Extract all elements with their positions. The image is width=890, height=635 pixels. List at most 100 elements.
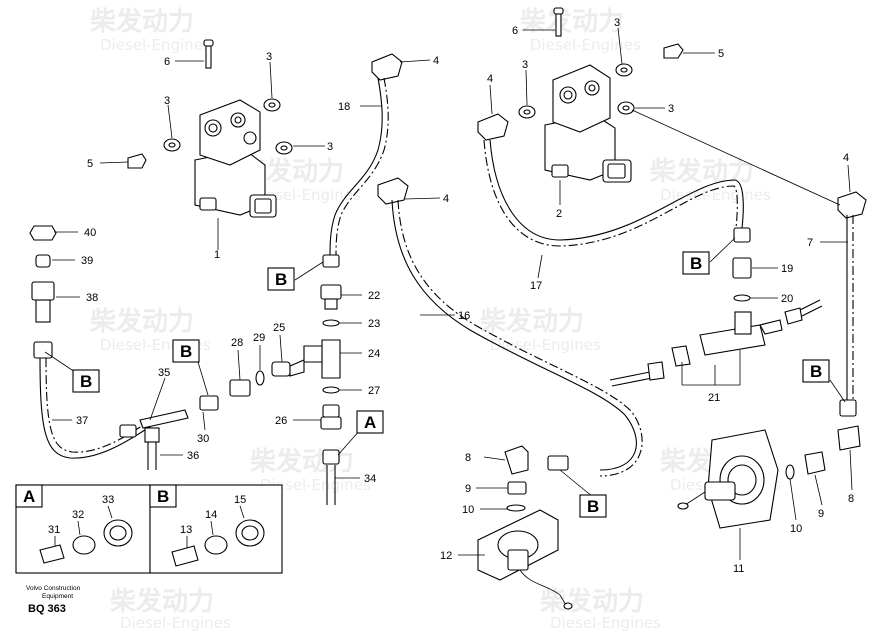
watermark-sub: Diesel-Engines bbox=[260, 476, 371, 494]
label-6: 6 bbox=[512, 25, 518, 37]
legend-a-31: 31 bbox=[48, 524, 60, 536]
callout-b-3: B bbox=[172, 339, 200, 363]
watermark-brand: 柴发动力 bbox=[649, 156, 754, 187]
footer-sub: Equipment bbox=[42, 593, 73, 600]
label-18: 18 bbox=[338, 101, 350, 113]
legend-b-14: 14 bbox=[205, 509, 217, 521]
adapter-28 bbox=[229, 379, 251, 397]
label-34: 34 bbox=[364, 473, 376, 485]
callout-a-1: A bbox=[356, 410, 384, 434]
label-40: 40 bbox=[84, 227, 96, 239]
pipe-37 bbox=[39, 357, 161, 459]
nut-30 bbox=[199, 395, 219, 411]
union-26 bbox=[320, 404, 342, 465]
callout-b-letter: B bbox=[587, 497, 599, 516]
label-2: 2 bbox=[556, 208, 562, 220]
legend-box-b: B 13 14 15 bbox=[149, 484, 283, 574]
sensor-11 bbox=[677, 429, 779, 529]
washer-3-left-b bbox=[163, 138, 181, 152]
watermark-brand: 柴发动力 bbox=[479, 306, 584, 337]
callout-b-1: B bbox=[267, 267, 295, 291]
label-9: 9 bbox=[818, 508, 824, 520]
callout-b-letter: B bbox=[180, 342, 192, 361]
screw-6-right bbox=[553, 7, 564, 37]
label-29: 29 bbox=[253, 332, 265, 344]
label-23: 23 bbox=[368, 318, 380, 330]
label-11: 11 bbox=[733, 563, 744, 575]
pipe-7 bbox=[846, 215, 854, 400]
watermark-sub: Diesel-Engines bbox=[550, 614, 661, 632]
label-16: 16 bbox=[458, 310, 470, 322]
fitting-8-9-10-right bbox=[785, 399, 861, 480]
label-3: 3 bbox=[614, 17, 620, 29]
label-4: 4 bbox=[843, 152, 849, 164]
legend-b-letter: B bbox=[157, 487, 169, 506]
label-35: 35 bbox=[158, 367, 170, 379]
nut-25 bbox=[271, 359, 305, 377]
washer-3-left-a bbox=[263, 98, 281, 112]
label-4: 4 bbox=[433, 55, 439, 67]
label-3: 3 bbox=[522, 59, 528, 71]
nut-40 bbox=[29, 225, 57, 241]
elbow-4-right-b bbox=[837, 191, 867, 219]
tee-35 bbox=[139, 409, 189, 443]
legend-a-33: 33 bbox=[102, 494, 114, 506]
label-7: 7 bbox=[807, 237, 813, 249]
screw-6-left bbox=[203, 39, 214, 69]
label-20: 20 bbox=[781, 293, 793, 305]
label-36: 36 bbox=[187, 450, 199, 462]
label-5: 5 bbox=[718, 48, 724, 60]
watermark-sub: Diesel-Engines bbox=[530, 36, 641, 54]
legend-box-a: A 31 32 33 bbox=[15, 484, 151, 574]
nut-19 bbox=[732, 227, 752, 279]
sensor-12 bbox=[477, 509, 573, 610]
pipe-16 bbox=[391, 199, 643, 477]
elbow-4-top bbox=[371, 53, 403, 81]
nut-22 bbox=[320, 254, 342, 310]
oring-29 bbox=[255, 370, 265, 386]
watermark-layer: 柴发动力 Diesel-Engines 柴发动力 Diesel-Engines … bbox=[89, 6, 781, 632]
label-17: 17 bbox=[530, 280, 542, 292]
label-3: 3 bbox=[668, 103, 674, 115]
label-27: 27 bbox=[368, 385, 380, 397]
callout-b-letter: B bbox=[810, 362, 822, 381]
label-22: 22 bbox=[368, 290, 380, 302]
tee-24 bbox=[303, 339, 341, 379]
callout-pointers bbox=[44, 237, 846, 498]
label-39: 39 bbox=[81, 255, 93, 267]
label-30: 30 bbox=[197, 433, 209, 445]
solenoid-valve-left bbox=[194, 99, 277, 218]
label-10: 10 bbox=[462, 504, 474, 516]
washer-3-left-c bbox=[275, 141, 293, 155]
footer-code: BQ 363 bbox=[28, 603, 66, 615]
legend-a-letter: A bbox=[23, 487, 35, 506]
label-25: 25 bbox=[273, 322, 285, 334]
pipe-36 bbox=[147, 440, 157, 470]
watermark-sub: Diesel-Engines bbox=[120, 614, 231, 632]
nut-37-end bbox=[33, 341, 137, 438]
watermark-brand: 柴发动力 bbox=[109, 586, 214, 617]
tee-21 bbox=[647, 307, 803, 381]
washer-3-right-b bbox=[518, 105, 536, 119]
callout-b-2: B bbox=[72, 369, 100, 393]
label-21: 21 bbox=[708, 392, 720, 404]
watermark-sub: Diesel-Engines bbox=[100, 36, 211, 54]
oring-23 bbox=[322, 319, 340, 327]
label-8: 8 bbox=[465, 452, 471, 464]
label-3: 3 bbox=[266, 51, 272, 63]
label-19: 19 bbox=[781, 263, 793, 275]
callout-b-4: B bbox=[579, 494, 607, 518]
leader-lines bbox=[52, 27, 853, 560]
label-26: 26 bbox=[275, 415, 287, 427]
pipe-18 bbox=[329, 77, 389, 259]
oring-20 bbox=[733, 294, 751, 302]
watermark-sub: Diesel-Engines bbox=[250, 186, 361, 204]
watermark-brand: 柴发动力 bbox=[519, 6, 624, 37]
label-4: 4 bbox=[487, 73, 493, 85]
callout-b-letter: B bbox=[80, 372, 92, 391]
legend-b-13: 13 bbox=[180, 524, 192, 536]
watermark-brand: 柴发动力 bbox=[539, 586, 644, 617]
watermark-sub: Diesel-Engines bbox=[490, 336, 601, 354]
